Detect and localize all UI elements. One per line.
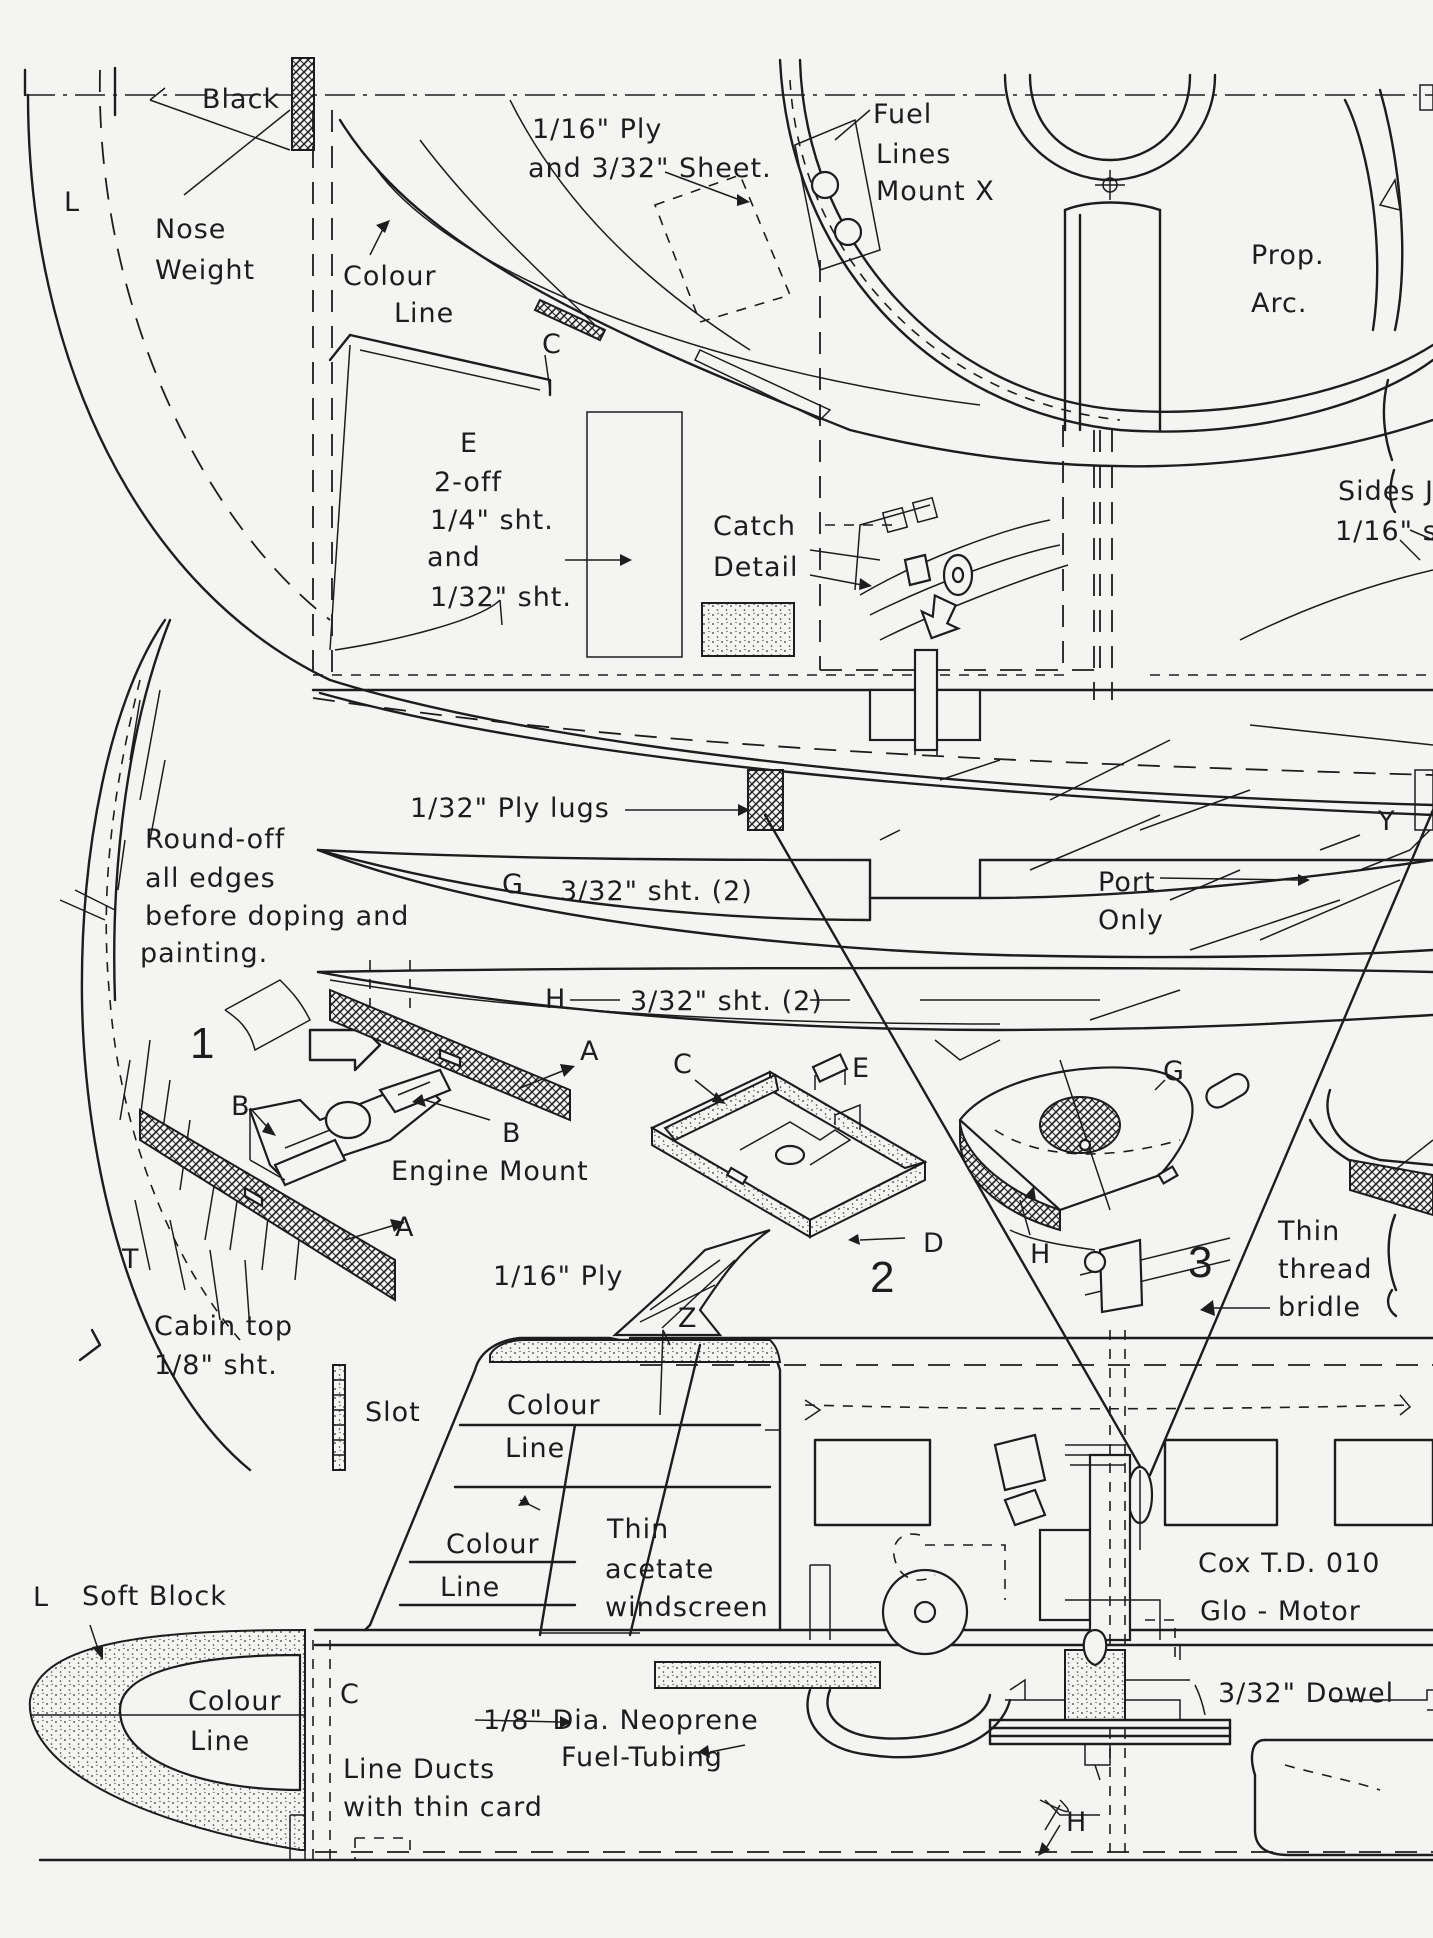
label-colour-3: Colour (446, 1529, 540, 1560)
label-black: Black (202, 84, 280, 115)
label-thin-card: with thin card (343, 1792, 543, 1823)
label-ply-2: and 3/32" Sheet. (528, 153, 772, 184)
label-colour-4: Colour (188, 1686, 282, 1717)
label-fuel: Fuel (873, 99, 932, 130)
slot-block (332, 1364, 346, 1471)
label-nose: Nose (155, 214, 226, 245)
label-thin-1: Thin (1277, 1216, 1340, 1247)
fuselage-side (28, 1329, 1433, 1862)
label-cabin-top: Cabin top (154, 1311, 293, 1342)
label-ply-lugs: 1/32" Ply lugs (410, 793, 610, 824)
label-engine-mount: Engine Mount (391, 1156, 589, 1187)
label-2-off: 2-off (434, 467, 502, 498)
label-colour-2: Colour (507, 1390, 601, 1421)
label-bridle: bridle (1278, 1292, 1361, 1323)
label-windscreen: windscreen (605, 1592, 769, 1623)
label-colour-1: Colour (343, 261, 437, 292)
label-port: Port (1098, 867, 1156, 898)
label-e: E (460, 428, 478, 459)
label-only: Only (1098, 905, 1164, 936)
step-1-engine-mount (139, 979, 575, 1302)
label-and: and (427, 542, 481, 573)
ply-lug-left (747, 769, 784, 831)
e-block (701, 602, 795, 657)
label-mount-x: Mount X (876, 176, 995, 207)
label-c-bottom: C (340, 1679, 360, 1710)
cabin-top-outline (59, 618, 301, 1472)
label-z: Z (678, 1303, 698, 1334)
label-fuel-tubing: Fuel-Tubing (561, 1742, 723, 1773)
label-catch: Catch (713, 511, 796, 542)
label-line-2: Line (505, 1433, 565, 1464)
label-arc: Arc. (1251, 288, 1307, 319)
label-quarter-sheet: 1/4" sht. (430, 505, 554, 536)
label-dowel: 3/32" Dowel (1218, 1678, 1394, 1709)
label-sides-j: Sides J (1338, 476, 1433, 507)
label-roundoff-3: before doping and (145, 901, 409, 932)
label-sides-ply: 1/16" s (1335, 516, 1433, 547)
label-soft-block: Soft Block (82, 1581, 227, 1612)
e-sheet (586, 411, 683, 658)
nose-weight-block (291, 57, 315, 151)
label-h-small: H (1030, 1239, 1051, 1270)
label-weight: Weight (155, 255, 255, 286)
label-step-2: 2 (870, 1253, 894, 1302)
label-detail: Detail (713, 552, 799, 583)
label-line-3: Line (440, 1572, 500, 1603)
label-lines: Lines (876, 139, 951, 170)
label-neoprene: 1/8" Dia. Neoprene (483, 1705, 759, 1736)
label-cl-mark: C (542, 329, 562, 360)
part-a-lower (139, 1108, 396, 1302)
label-a-lower: A (395, 1212, 414, 1243)
label-glo-motor: Glo - Motor (1200, 1596, 1361, 1627)
label-a-upper: A (580, 1036, 599, 1067)
label-acetate: acetate (605, 1554, 714, 1585)
label-prop: Prop. (1251, 240, 1325, 271)
label-roundoff-2: all edges (145, 863, 276, 894)
label-roundoff-4: painting. (140, 938, 268, 969)
label-d: D (923, 1228, 945, 1259)
label-step-3: 3 (1188, 1238, 1212, 1287)
label-thread: thread (1278, 1254, 1373, 1285)
label-y: Y (1377, 806, 1396, 837)
label-L-top: L (64, 187, 80, 218)
label-step-1: 1 (190, 1019, 214, 1068)
label-cox: Cox T.D. 010 (1198, 1548, 1380, 1579)
cowl-side-view (23, 57, 1433, 817)
label-t: T (121, 1244, 140, 1275)
label-ply-1: 1/16" Ply (532, 114, 662, 145)
label-thirtysecond-sheet: 1/32" sht. (430, 582, 572, 613)
label-g-small: G (1163, 1056, 1185, 1087)
label-e-small: E (852, 1053, 870, 1084)
label-roundoff-1: Round-off (145, 824, 286, 855)
label-thin-2: Thin (606, 1514, 669, 1545)
label-L-soft: L (33, 1582, 49, 1613)
label-line-4: Line (190, 1726, 250, 1757)
step-2-box (649, 1052, 928, 1245)
label-g-sheet: 3/32" sht. (2) (560, 876, 753, 907)
label-h: H (545, 984, 566, 1015)
label-b-right: B (502, 1118, 522, 1149)
label-ply-sixteenth: 1/16" Ply (493, 1261, 623, 1292)
label-b-left: B (231, 1091, 251, 1122)
label-cabin-sheet: 1/8" sht. (154, 1350, 278, 1381)
label-h-bottom: H (1066, 1807, 1087, 1838)
label-line-1: Line (394, 298, 454, 329)
label-line-ducts: Line Ducts (343, 1754, 495, 1785)
label-g: G (502, 869, 524, 900)
plan-labels: Black L Nose Weight Colour Line C 1/16" … (33, 84, 1433, 1838)
label-c: C (673, 1049, 693, 1080)
label-h-sheet: 3/32" sht. (2) (630, 986, 823, 1017)
fin-z (332, 1228, 771, 1471)
label-slot: Slot (365, 1397, 421, 1428)
step-3-ring (958, 1059, 1433, 1318)
parts-g-h (316, 739, 1433, 1061)
